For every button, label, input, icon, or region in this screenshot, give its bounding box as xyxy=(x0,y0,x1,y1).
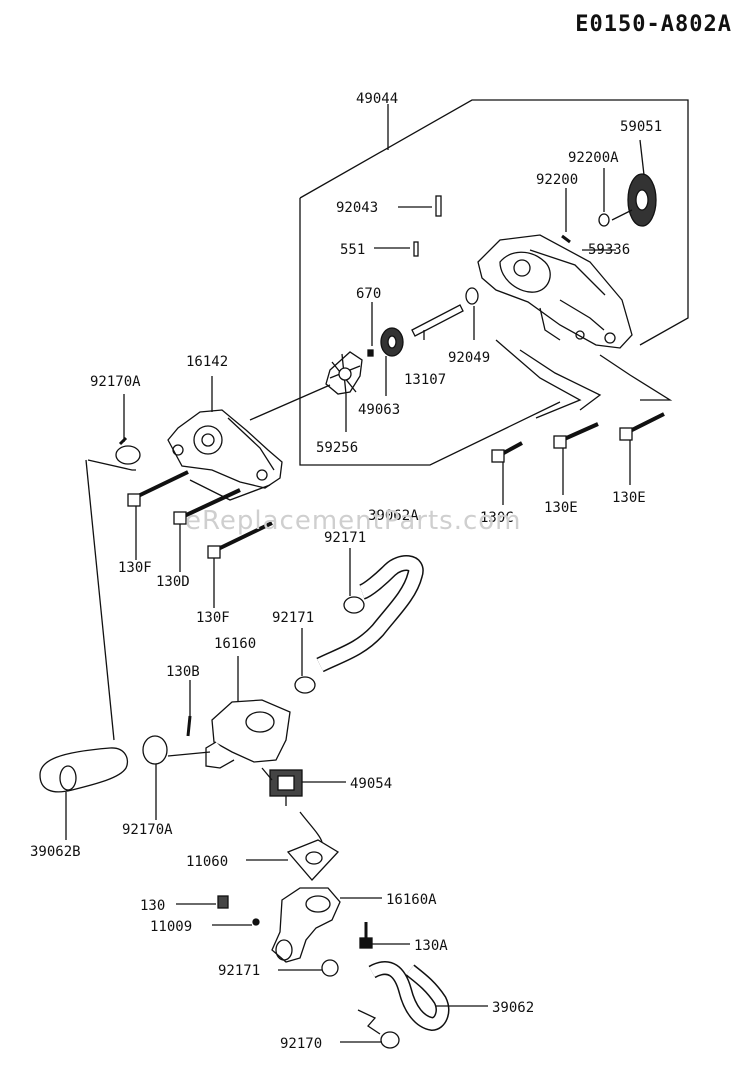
part-label-16142: 16142 xyxy=(186,354,228,370)
impeller-shape xyxy=(325,351,363,395)
part-label-670: 670 xyxy=(356,286,381,302)
part-label-11060: 11060 xyxy=(186,854,228,870)
part-label-92043: 92043 xyxy=(336,200,378,216)
part-label-130b: 130B xyxy=(166,664,200,680)
part-label-49054: 49054 xyxy=(350,776,392,792)
outlet-housing-shape xyxy=(271,887,341,963)
part-label-59256: 59256 xyxy=(316,440,358,456)
assembly-outline-lower xyxy=(299,198,561,466)
part-label-130f-1: 130F xyxy=(118,560,152,576)
part-label-92049: 92049 xyxy=(448,350,490,366)
bolt-shapes xyxy=(127,412,665,559)
part-label-39062: 39062 xyxy=(492,1000,534,1016)
part-label-92200: 92200 xyxy=(536,172,578,188)
part-label-130e-2: 130E xyxy=(612,490,646,506)
part-label-92200a: 92200A xyxy=(568,150,619,166)
part-label-130e-1: 130E xyxy=(544,500,578,516)
part-label-92171-1: 92171 xyxy=(324,530,366,546)
part-label-13107: 13107 xyxy=(404,372,446,388)
diagram-code: E0150-A802A xyxy=(575,12,732,37)
part-label-130f-2: 130F xyxy=(196,610,230,626)
pump-cover-shape xyxy=(167,409,283,489)
part-label-130c: 130C xyxy=(480,510,514,526)
part-label-11009: 11009 xyxy=(150,919,192,935)
part-label-130: 130 xyxy=(140,898,165,914)
part-label-92171-3: 92171 xyxy=(218,963,260,979)
part-label-16160a: 16160A xyxy=(386,892,437,908)
part-label-59051: 59051 xyxy=(620,119,662,135)
part-label-92170a-top: 92170A xyxy=(90,374,141,390)
pump-housing-shape xyxy=(477,234,633,349)
part-label-59336: 59336 xyxy=(588,242,630,258)
watermark: eReplacementParts.com xyxy=(185,506,522,536)
part-label-130d: 130D xyxy=(156,574,190,590)
part-label-49063: 49063 xyxy=(358,402,400,418)
part-label-49044: 49044 xyxy=(356,91,398,107)
thermostat-housing-shape xyxy=(205,699,291,769)
gear-shape xyxy=(627,173,657,227)
part-label-92170a-bottom: 92170A xyxy=(122,822,173,838)
part-label-92170: 92170 xyxy=(280,1036,322,1052)
assembly-outline xyxy=(299,99,689,346)
gasket-shape xyxy=(286,839,340,881)
part-label-130a: 130A xyxy=(414,938,448,954)
thermostat-shape xyxy=(269,769,303,806)
part-label-39062b: 39062B xyxy=(30,844,81,860)
part-label-16160: 16160 xyxy=(214,636,256,652)
part-label-39062a: 39062A xyxy=(368,508,419,524)
part-label-551: 551 xyxy=(340,242,365,258)
hose-39062A xyxy=(316,555,424,673)
part-label-92171-2: 92171 xyxy=(272,610,314,626)
